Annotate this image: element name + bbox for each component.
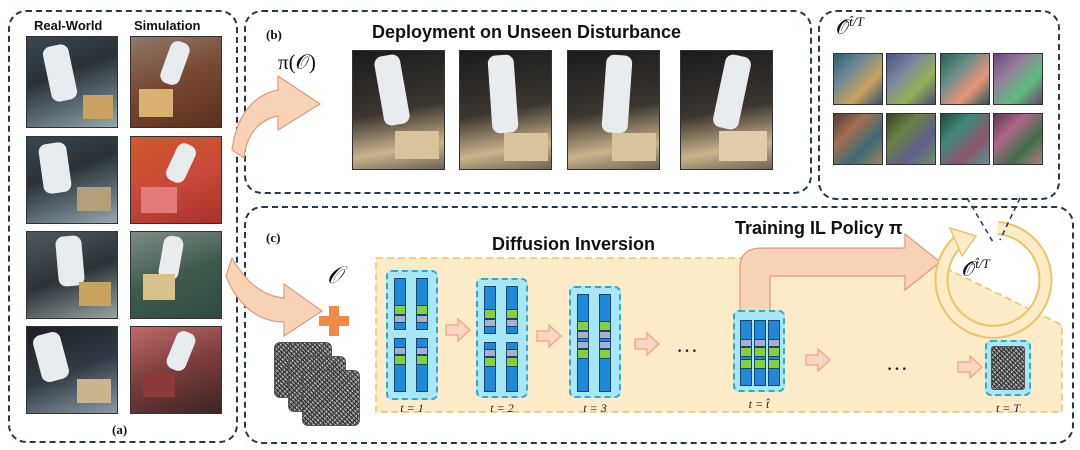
panel-a-label: (a) bbox=[112, 422, 128, 437]
deployment-image-2 bbox=[459, 50, 552, 170]
step-arrows bbox=[445, 317, 983, 380]
training-il-policy-title: Training IL Policy π bbox=[735, 218, 903, 238]
step-label-t3: t = 3 bbox=[583, 401, 607, 415]
augmented-image-2 bbox=[886, 53, 936, 105]
latent-stack-t3 bbox=[569, 286, 621, 398]
arrow-to-diffusion bbox=[225, 256, 324, 338]
simulation-image-2 bbox=[130, 136, 222, 224]
deployment-image-4 bbox=[680, 50, 773, 170]
noise-image-3 bbox=[302, 370, 360, 426]
plus-icon bbox=[319, 306, 349, 336]
augmented-image-5 bbox=[833, 113, 883, 165]
col-header-simulation: Simulation bbox=[134, 18, 201, 33]
cycle-output-sup: t̂/T bbox=[975, 256, 990, 271]
augmented-header: 𝒪̂t̂/T bbox=[836, 14, 864, 40]
panel-b-label: (b) bbox=[266, 27, 282, 42]
simulation-image-1 bbox=[130, 36, 222, 128]
ellipsis-1: … bbox=[676, 332, 698, 357]
real-world-image-4 bbox=[26, 326, 118, 414]
panel-b-box bbox=[244, 10, 812, 194]
augmented-image-6 bbox=[886, 113, 936, 165]
arrow-to-deployment bbox=[231, 74, 322, 160]
cycle-icon bbox=[934, 221, 1053, 339]
step-label-t2: t = 2 bbox=[490, 401, 514, 415]
step-label-t1: t = 1 bbox=[400, 401, 424, 415]
simulation-image-3 bbox=[130, 231, 222, 319]
deployment-image-1 bbox=[352, 50, 445, 170]
panel-b-title: Deployment on Unseen Disturbance bbox=[372, 22, 682, 42]
real-world-image-1 bbox=[26, 36, 118, 128]
panel-c-box bbox=[244, 206, 1074, 444]
latent-stack-t-final bbox=[985, 340, 1031, 396]
real-world-image-2 bbox=[26, 136, 118, 224]
augmented-header-main: 𝒪̂ bbox=[836, 15, 850, 39]
augmented-image-1 bbox=[833, 53, 883, 105]
diffusion-inversion-title: Diffusion Inversion bbox=[492, 234, 656, 254]
observation-symbol: 𝒪 bbox=[327, 263, 343, 289]
cycle-output-symbol: 𝒪̂t̂/T bbox=[962, 256, 990, 282]
final-noise-image bbox=[991, 346, 1025, 390]
latent-stack-t2 bbox=[476, 278, 528, 398]
cycle-output-main: 𝒪̂ bbox=[962, 257, 976, 281]
ellipsis-2: … bbox=[886, 350, 908, 375]
latent-stack-t1 bbox=[386, 270, 438, 400]
step-label-t-final: t = T bbox=[995, 401, 1021, 415]
arrow-training-policy bbox=[739, 232, 941, 313]
leader-line-2 bbox=[999, 197, 1021, 241]
panel-c-label: (c) bbox=[266, 230, 281, 245]
latent-stack-t-hat bbox=[733, 310, 785, 392]
augmented-header-sup: t̂/T bbox=[849, 14, 864, 29]
deployment-image-3 bbox=[567, 50, 660, 170]
panel-a-box bbox=[8, 10, 238, 443]
policy-label: π(𝒪) bbox=[278, 50, 316, 74]
augmented-image-8 bbox=[993, 113, 1043, 165]
augmented-panel-box bbox=[818, 10, 1060, 200]
augmented-image-4 bbox=[993, 53, 1043, 105]
real-world-image-3 bbox=[26, 231, 118, 319]
col-header-real-world: Real-World bbox=[34, 18, 103, 33]
simulation-image-4 bbox=[130, 326, 222, 414]
augmented-image-7 bbox=[940, 113, 990, 165]
step-label-t-hat: t = t̂ bbox=[748, 397, 770, 411]
augmented-image-3 bbox=[940, 53, 990, 105]
